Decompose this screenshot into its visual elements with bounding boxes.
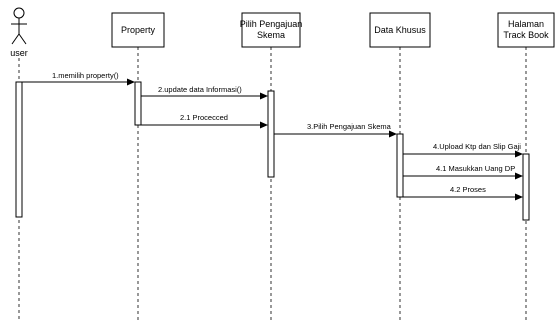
object-box [369,12,431,48]
activation-data-khusus [396,133,404,198]
object-label-line-2: Track Book [503,30,549,40]
message-label: 2.1 Procecced [180,113,228,122]
object-data-khusus: Data Khusus [369,12,431,48]
message-2: 2.update data Informasi() [141,85,268,100]
object-label: Data Khusus [374,25,426,35]
message-3: 3.Pilih Pengajuan Skema [274,122,397,138]
arrow-head [260,92,268,100]
activation-pilih-pengajuan-skema [267,90,275,178]
message-label: 4.Upload Ktp dan Slip Gaji [433,142,521,151]
message-4: 4.Upload Ktp dan Slip Gaji [403,142,523,158]
message-label: 1.memilih property() [52,71,119,80]
object-property: Property [111,12,165,48]
message-4-2: 4.2 Proses [403,185,523,201]
message-2-1: 2.1 Procecced [141,113,268,129]
activation-property [134,81,142,126]
actor-user: user [10,7,28,58]
message-label: 4.2 Proses [450,185,486,194]
message-label: 3.Pilih Pengajuan Skema [307,122,392,131]
object-box [111,12,165,48]
object-pilih-pengajuan-skema: Pilih Pengajuan Skema [240,12,303,48]
arrow-head [389,130,397,138]
arrow-head [515,172,523,180]
actor-label: user [10,48,28,58]
message-1: 1.memilih property() [22,71,135,86]
message-label: 4.1 Masukkan Uang DP [436,164,515,173]
activation-user [15,81,23,218]
object-box [497,12,555,48]
object-box [241,12,301,48]
arrow-head [260,121,268,129]
message-4-1: 4.1 Masukkan Uang DP [403,164,523,180]
message-label: 2.update data Informasi() [158,85,242,94]
actor-head [13,7,25,19]
object-label-line-1: Pilih Pengajuan [240,19,303,29]
activation-halaman-track-book [522,153,530,221]
actor-right-leg [18,33,27,45]
arrow-head [127,78,135,86]
object-label-line-1: Halaman [508,19,544,29]
object-label: Property [121,25,156,35]
object-label-line-2: Skema [257,30,285,40]
arrow-head [515,150,523,158]
actor-left-leg [11,33,20,45]
arrow-head [515,193,523,201]
object-halaman-track-book: Halaman Track Book [497,12,555,48]
